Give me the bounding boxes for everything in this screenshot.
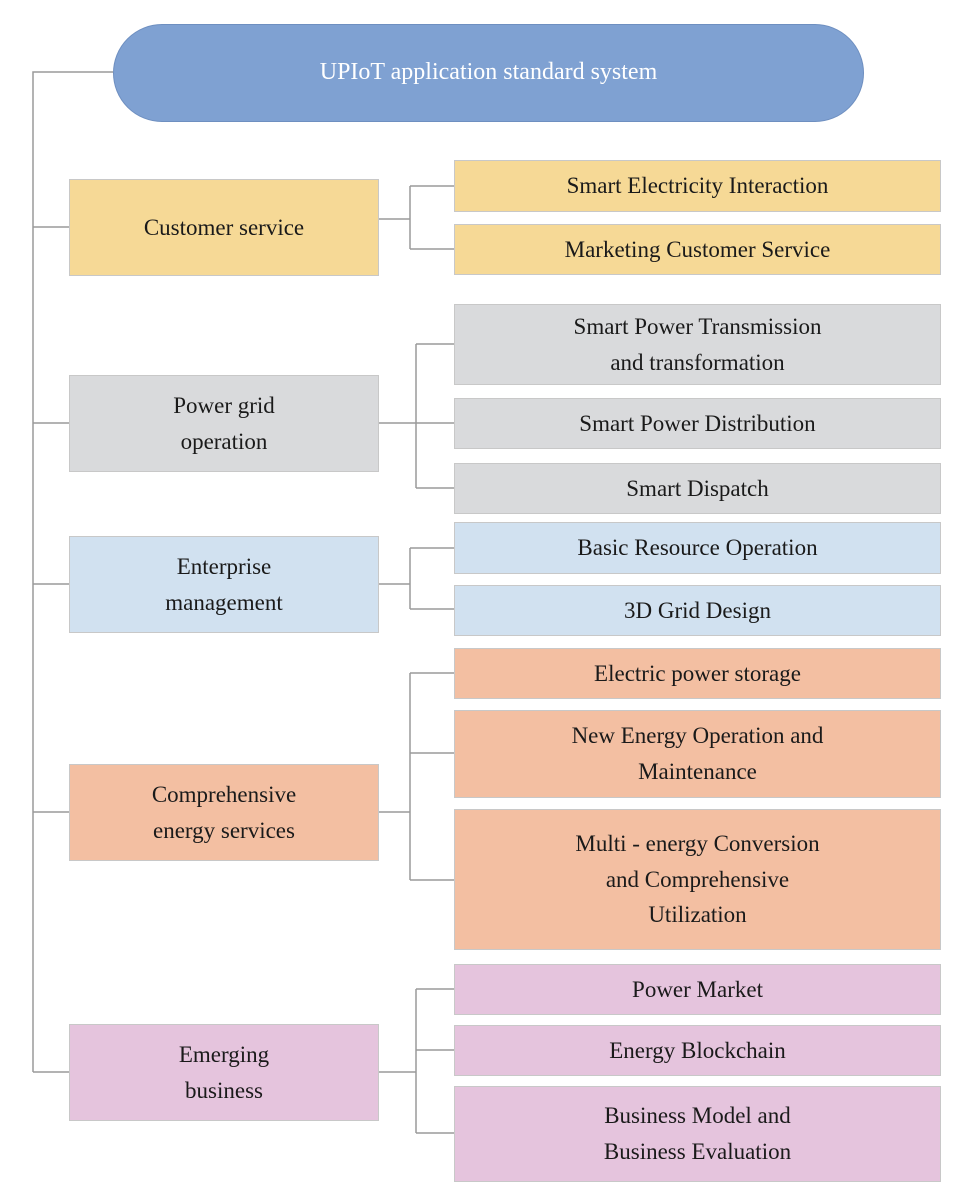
node-marketing-customer-service: Marketing Customer Service [454, 224, 941, 275]
customer-connector [379, 185, 454, 250]
category-power-grid-operation: Power grid operation [69, 375, 379, 472]
node-smart-electricity-interaction: Smart Electricity Interaction [454, 160, 941, 212]
category-emerging-business: Emerging business [69, 1024, 379, 1121]
trunk-line [32, 71, 113, 1072]
node-power-market: Power Market [454, 964, 941, 1015]
category-customer-service: Customer service [69, 179, 379, 276]
grid-connector [379, 343, 454, 489]
category-comprehensive-energy-services: Comprehensive energy services [69, 764, 379, 861]
node-smart-dispatch: Smart Dispatch [454, 463, 941, 514]
node-basic-resource-operation: Basic Resource Operation [454, 522, 941, 574]
node-electric-power-storage: Electric power storage [454, 648, 941, 699]
node-business-model-evaluation: Business Model and Business Evaluation [454, 1086, 941, 1182]
energy-connector [379, 672, 454, 881]
root-node: UPIoT application standard system [113, 24, 864, 122]
node-3d-grid-design: 3D Grid Design [454, 585, 941, 636]
node-new-energy-operation: New Energy Operation and Maintenance [454, 710, 941, 798]
category-enterprise-management: Enterprise management [69, 536, 379, 633]
enterprise-connector [379, 547, 454, 610]
node-smart-power-transmission: Smart Power Transmission and transformat… [454, 304, 941, 385]
node-smart-power-distribution: Smart Power Distribution [454, 398, 941, 449]
node-energy-blockchain: Energy Blockchain [454, 1025, 941, 1076]
emerging-connector [379, 988, 454, 1134]
node-multi-energy-conversion: Multi - energy Conversion and Comprehens… [454, 809, 941, 950]
